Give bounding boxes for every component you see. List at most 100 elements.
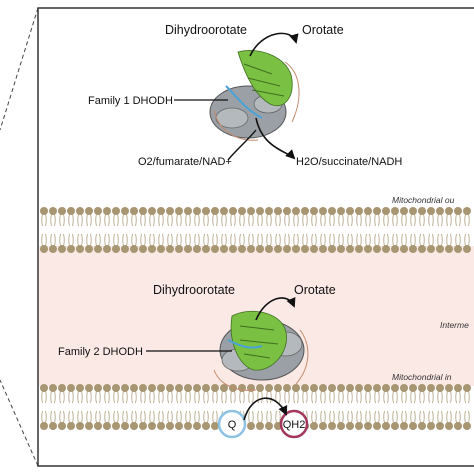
inner-membrane-lipid-tail	[387, 410, 389, 424]
inner-membrane-lipid-tail	[392, 390, 394, 404]
outer-membrane-lipid-tail	[468, 213, 470, 227]
outer-membrane-lipid-tail	[410, 213, 412, 227]
outer-membrane-lipid-head	[373, 245, 381, 253]
outer-membrane-lipid-head	[256, 207, 264, 215]
inner-membrane-lipid-tail	[77, 410, 79, 424]
outer-membrane-lipid-tail	[54, 233, 56, 247]
outer-membrane-lipid-tail	[212, 233, 214, 247]
outer-membrane-lipid-tail	[383, 213, 385, 227]
outer-membrane-lipid-head	[193, 245, 201, 253]
inner-membrane-lipid-tail	[270, 410, 272, 424]
outer-membrane-lipid-tail	[257, 233, 259, 247]
inner-membrane-lipid-head	[157, 422, 165, 430]
outer-membrane-lipid-tail	[374, 233, 376, 247]
outer-membrane-lipid-tail	[279, 213, 281, 227]
outer-membrane-lipid-head	[328, 207, 336, 215]
outer-membrane-lipid-tail	[333, 213, 335, 227]
inner-membrane-lipid-tail	[320, 410, 322, 424]
inner-membrane-lipid-tail	[216, 390, 218, 404]
inner-membrane-lipid-tail	[95, 410, 97, 424]
inner-membrane-lipid-head	[112, 422, 120, 430]
inner-membrane-lipid-head	[193, 384, 201, 392]
outer-membrane-lipid-tail	[144, 233, 146, 247]
outer-membrane-lipid-tail	[311, 233, 313, 247]
inner-membrane-lipid-tail	[59, 390, 61, 404]
inner-membrane-lipid-head	[103, 422, 111, 430]
inner-membrane-lipid-head	[409, 422, 417, 430]
outer-membrane-lipid-tail	[450, 213, 452, 227]
outer-membrane-lipid-tail	[423, 233, 425, 247]
outer-membrane-lipid-tail	[248, 213, 250, 227]
family1-protein	[209, 50, 300, 141]
outer-membrane-lipid-head	[265, 245, 273, 253]
inner-membrane-lipid-tail	[347, 410, 349, 424]
inner-membrane-lipid-tail	[140, 410, 142, 424]
inner-membrane-lipid-tail	[198, 410, 200, 424]
outer-membrane-lipid-tail	[414, 213, 416, 227]
inner-membrane-lipid-head	[121, 422, 129, 430]
inner-membrane-lipid-tail	[185, 390, 187, 404]
inner-membrane-lipid-tail	[207, 390, 209, 404]
inner-membrane-lipid-tail	[369, 390, 371, 404]
outer-membrane-lipid-tail	[171, 233, 173, 247]
outer-membrane-lipid-head	[310, 207, 318, 215]
inner-membrane-lipid-tail	[185, 410, 187, 424]
outer-membrane-lipid-head	[463, 245, 471, 253]
inner-membrane-lipid-tail	[72, 390, 74, 404]
outer-membrane-lipid-tail	[126, 213, 128, 227]
inner-membrane-lipid-head	[400, 384, 408, 392]
inner-membrane-lipid-head	[409, 384, 417, 392]
outer-membrane-lipid-head	[130, 207, 138, 215]
family2-reaction-arrow	[255, 297, 296, 321]
outer-membrane-lipid-tail	[275, 233, 277, 247]
inner-membrane-lipid-tail	[432, 410, 434, 424]
inner-membrane-lipid-tail	[117, 390, 119, 404]
inner-membrane-lipid-tail	[45, 410, 47, 424]
family2-protein	[213, 310, 309, 391]
outer-membrane-lipid-tail	[297, 233, 299, 247]
inner-membrane-lipid-tail	[401, 390, 403, 404]
inner-membrane-lipid-tail	[266, 390, 268, 404]
outer-membrane-lipid-head	[436, 207, 444, 215]
outer-membrane-lipid-tail	[140, 213, 142, 227]
inner-membrane-lipid-head	[355, 384, 363, 392]
outer-membrane-lipid-tail	[365, 233, 367, 247]
outer-membrane-lipid-head	[319, 245, 327, 253]
outer-membrane-lipid-tail	[171, 213, 173, 227]
inner-membrane-lipid-tail	[392, 410, 394, 424]
outer-membrane-lipid-tail	[108, 213, 110, 227]
inner-membrane-lipid-tail	[275, 410, 277, 424]
inner-membrane-lipid-tail	[122, 390, 124, 404]
outer-membrane-lipid-tail	[167, 233, 169, 247]
outer-membrane-lipid-head	[166, 245, 174, 253]
outer-membrane-label: Mitochondrial ou	[392, 195, 455, 205]
outer-membrane-lipid-tail	[405, 213, 407, 227]
inner-membrane-lipid-tail	[347, 390, 349, 404]
quinol-badge: QH2	[279, 409, 309, 439]
inner-membrane-lipid-tail	[405, 410, 407, 424]
family1-acceptor-red-label: H2O/succinate/NADH	[296, 156, 402, 168]
outer-membrane-lipid-tail	[387, 233, 389, 247]
inner-membrane-lipid-head	[76, 422, 84, 430]
family1-acceptor-arrow	[255, 117, 296, 160]
inner-membrane-lipid-tail	[441, 390, 443, 404]
outer-membrane-lipid-tail	[396, 233, 398, 247]
outer-membrane-lipid-tail	[225, 233, 227, 247]
inner-membrane-lipid-head	[382, 384, 390, 392]
inner-membrane-lipid-tail	[446, 390, 448, 404]
inner-membrane-lipid-head	[121, 384, 129, 392]
inner-membrane-lipid-head	[445, 422, 453, 430]
inner-membrane-lipid-tail	[117, 410, 119, 424]
outer-membrane-lipid-tail	[329, 213, 331, 227]
outer-membrane-lipid-head	[175, 245, 183, 253]
outer-membrane-lipid-head	[454, 245, 462, 253]
inner-membrane-lipid-head	[265, 422, 273, 430]
inner-membrane-lipid-tail	[113, 390, 115, 404]
outer-membrane-lipid-tail	[284, 213, 286, 227]
inner-membrane-lipid-tail	[459, 390, 461, 404]
outer-membrane-lipid-tail	[68, 213, 70, 227]
inner-membrane-lipid-tail	[279, 390, 281, 404]
inner-membrane-lipid-tail	[81, 390, 83, 404]
family1-product-label: Orotate	[302, 23, 344, 37]
